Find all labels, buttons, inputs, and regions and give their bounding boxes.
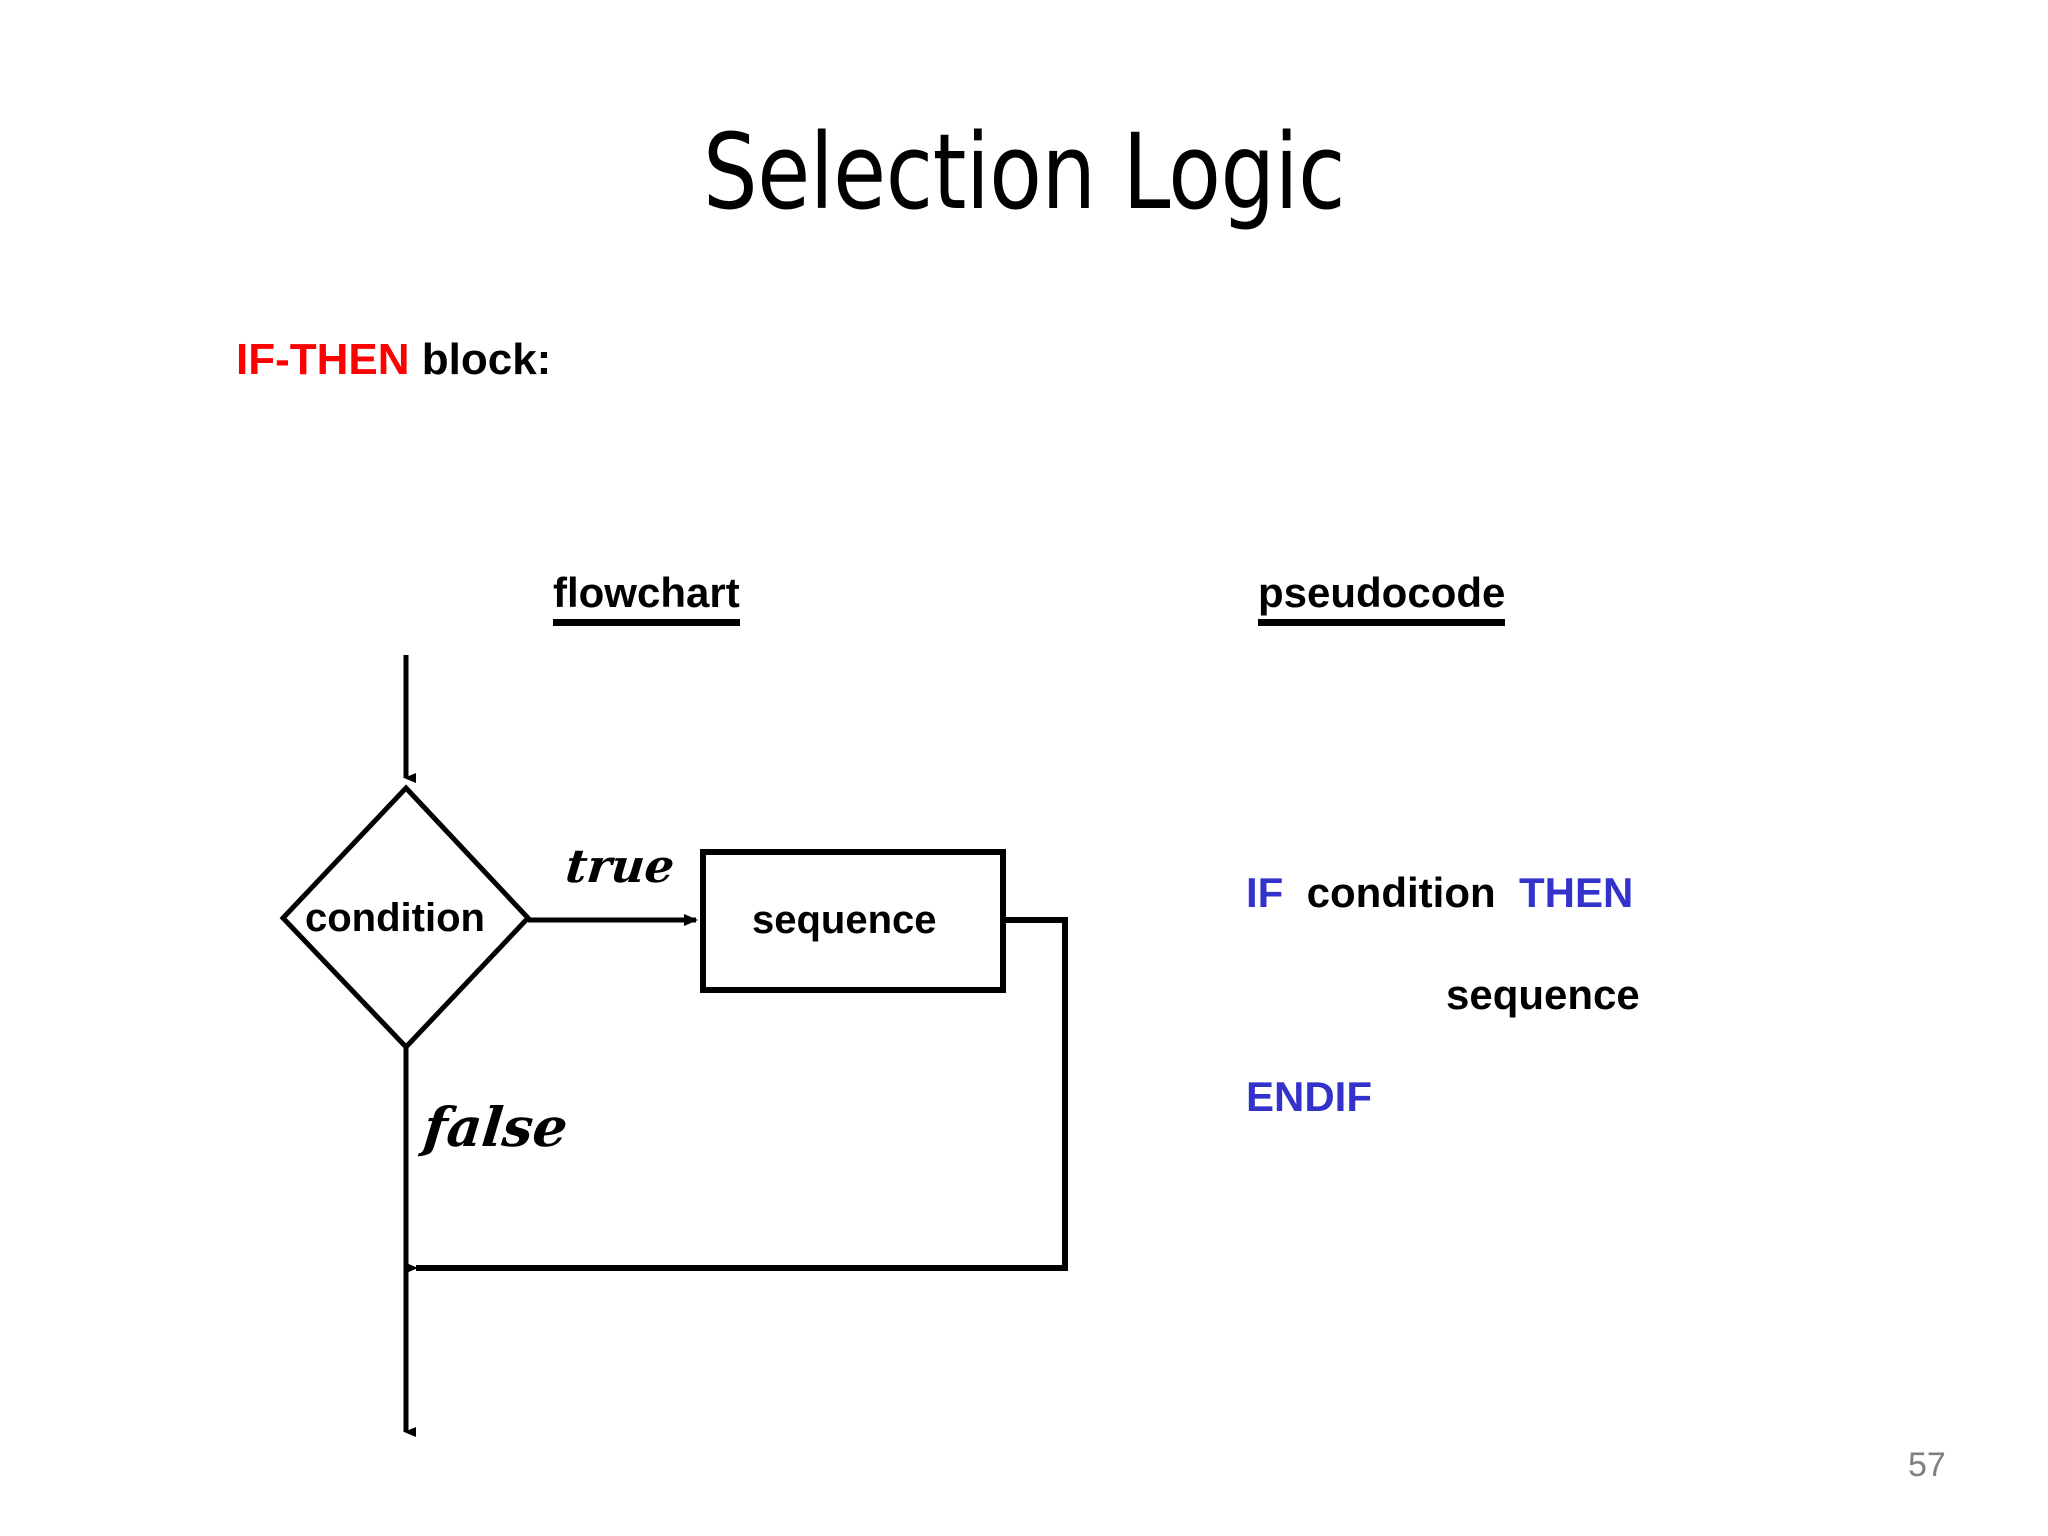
pseudocode-block: IF condition THEN sequence ENDIF [1246, 872, 1966, 1118]
pseudocode-line-if: IF condition THEN [1246, 872, 1966, 914]
pseudocode-column-header: pseudocode [1258, 569, 1506, 634]
block-heading-rest: block: [409, 335, 552, 384]
pseudocode-keyword-then: THEN [1495, 869, 1634, 916]
pseudocode-header-underline [1258, 619, 1506, 626]
pseudocode-keyword-endif: ENDIF [1246, 1073, 1372, 1120]
pseudocode-line-sequence: sequence [1246, 974, 1966, 1016]
block-heading-keyword: IF-THEN [236, 335, 410, 384]
pseudocode-keyword-if: IF [1246, 869, 1284, 916]
true-branch-label: true [563, 839, 678, 893]
decision-label: condition [305, 896, 485, 940]
flowchart-column-header: flowchart [553, 572, 740, 634]
flowchart-column-header-label: flowchart [553, 569, 740, 616]
pseudocode-identifier-sequence: sequence [1446, 971, 1640, 1018]
page-number: 57 [1908, 1446, 1946, 1484]
process-label: sequence [752, 898, 937, 942]
pseudocode-identifier-condition: condition [1283, 869, 1496, 916]
merge-path [404, 917, 1068, 1274]
flowchart-diagram [279, 655, 1068, 1437]
block-heading: IF-THEN block: [236, 338, 551, 382]
false-branch-label: false [420, 1095, 571, 1159]
pseudocode-line-endif: ENDIF [1246, 1076, 1966, 1118]
pseudocode-column-header-label: pseudocode [1258, 569, 1506, 616]
page-title: Selection Logic [703, 111, 1345, 233]
flowchart-header-underline [553, 619, 740, 626]
process-box [700, 849, 1006, 993]
